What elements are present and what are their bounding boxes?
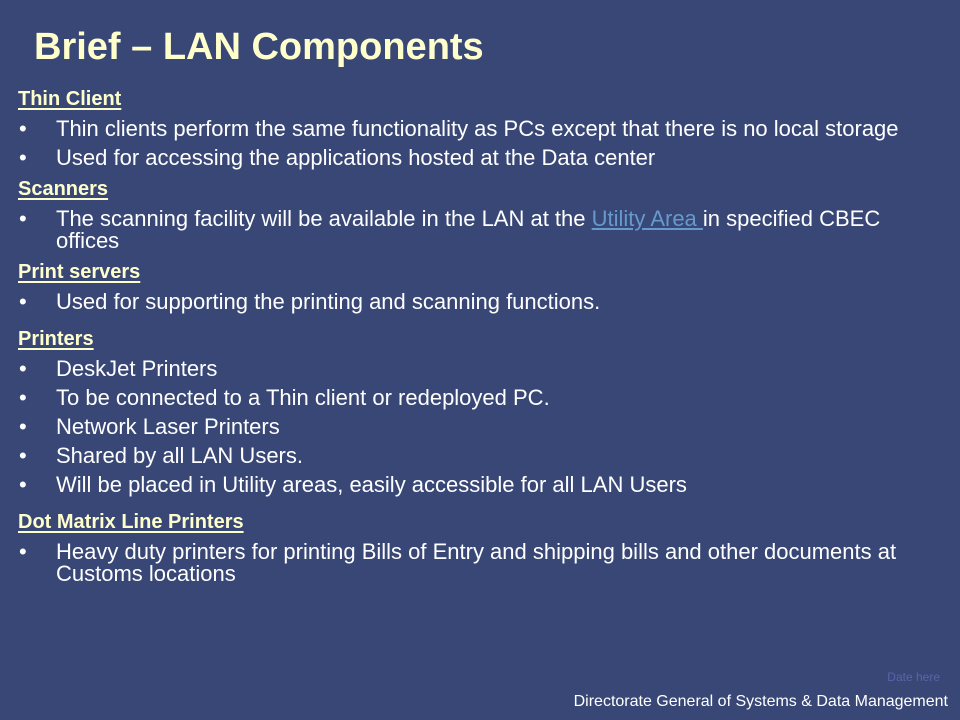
bullet-item: Used for supporting the printing and sca… [18, 291, 938, 314]
section-thin-client: Thin Client Thin clients perform the sam… [18, 86, 938, 169]
bullet-item: Used for accessing the applications host… [18, 147, 938, 170]
section-heading-printers: Printers [18, 328, 94, 350]
section-printers: Printers DeskJet Printers To be connecte… [18, 326, 938, 496]
slide-content: Thin Client Thin clients perform the sam… [18, 86, 938, 592]
bullet-item: Will be placed in Utility areas, easily … [18, 474, 938, 497]
section-scanners: Scanners The scanning facility will be a… [18, 176, 938, 252]
section-dot-matrix: Dot Matrix Line Printers Heavy duty prin… [18, 509, 938, 585]
bullet-list-thin-client: Thin clients perform the same functional… [18, 118, 938, 170]
section-print-servers: Print servers Used for supporting the pr… [18, 259, 938, 313]
bullet-item: DeskJet Printers [18, 358, 938, 381]
section-heading-print-servers: Print servers [18, 261, 141, 283]
section-heading-thin-client: Thin Client [18, 88, 122, 110]
bullet-list-scanners: The scanning facility will be available … [18, 208, 938, 252]
bullet-item: Heavy duty printers for printing Bills o… [18, 541, 938, 585]
bullet-item: Thin clients perform the same functional… [18, 118, 938, 141]
bullet-text: The scanning facility will be available … [56, 206, 592, 231]
bullet-item: Shared by all LAN Users. [18, 445, 938, 468]
footer-organization: Directorate General of Systems & Data Ma… [573, 693, 948, 710]
footer-date: Date here [887, 670, 940, 684]
bullet-list-dot-matrix: Heavy duty printers for printing Bills o… [18, 541, 938, 585]
slide-title: Brief – LAN Components [34, 26, 484, 68]
bullet-list-print-servers: Used for supporting the printing and sca… [18, 291, 938, 314]
bullet-text: in specified CBEC offices [56, 206, 881, 253]
bullet-item: The scanning facility will be available … [18, 208, 938, 252]
section-heading-scanners: Scanners [18, 178, 109, 200]
bullet-item: To be connected to a Thin client or rede… [18, 387, 938, 410]
bullet-item: Network Laser Printers [18, 416, 938, 439]
bullet-list-printers: DeskJet Printers To be connected to a Th… [18, 358, 938, 497]
section-heading-dot-matrix: Dot Matrix Line Printers [18, 511, 244, 533]
utility-area-link[interactable]: Utility Area [591, 206, 703, 231]
